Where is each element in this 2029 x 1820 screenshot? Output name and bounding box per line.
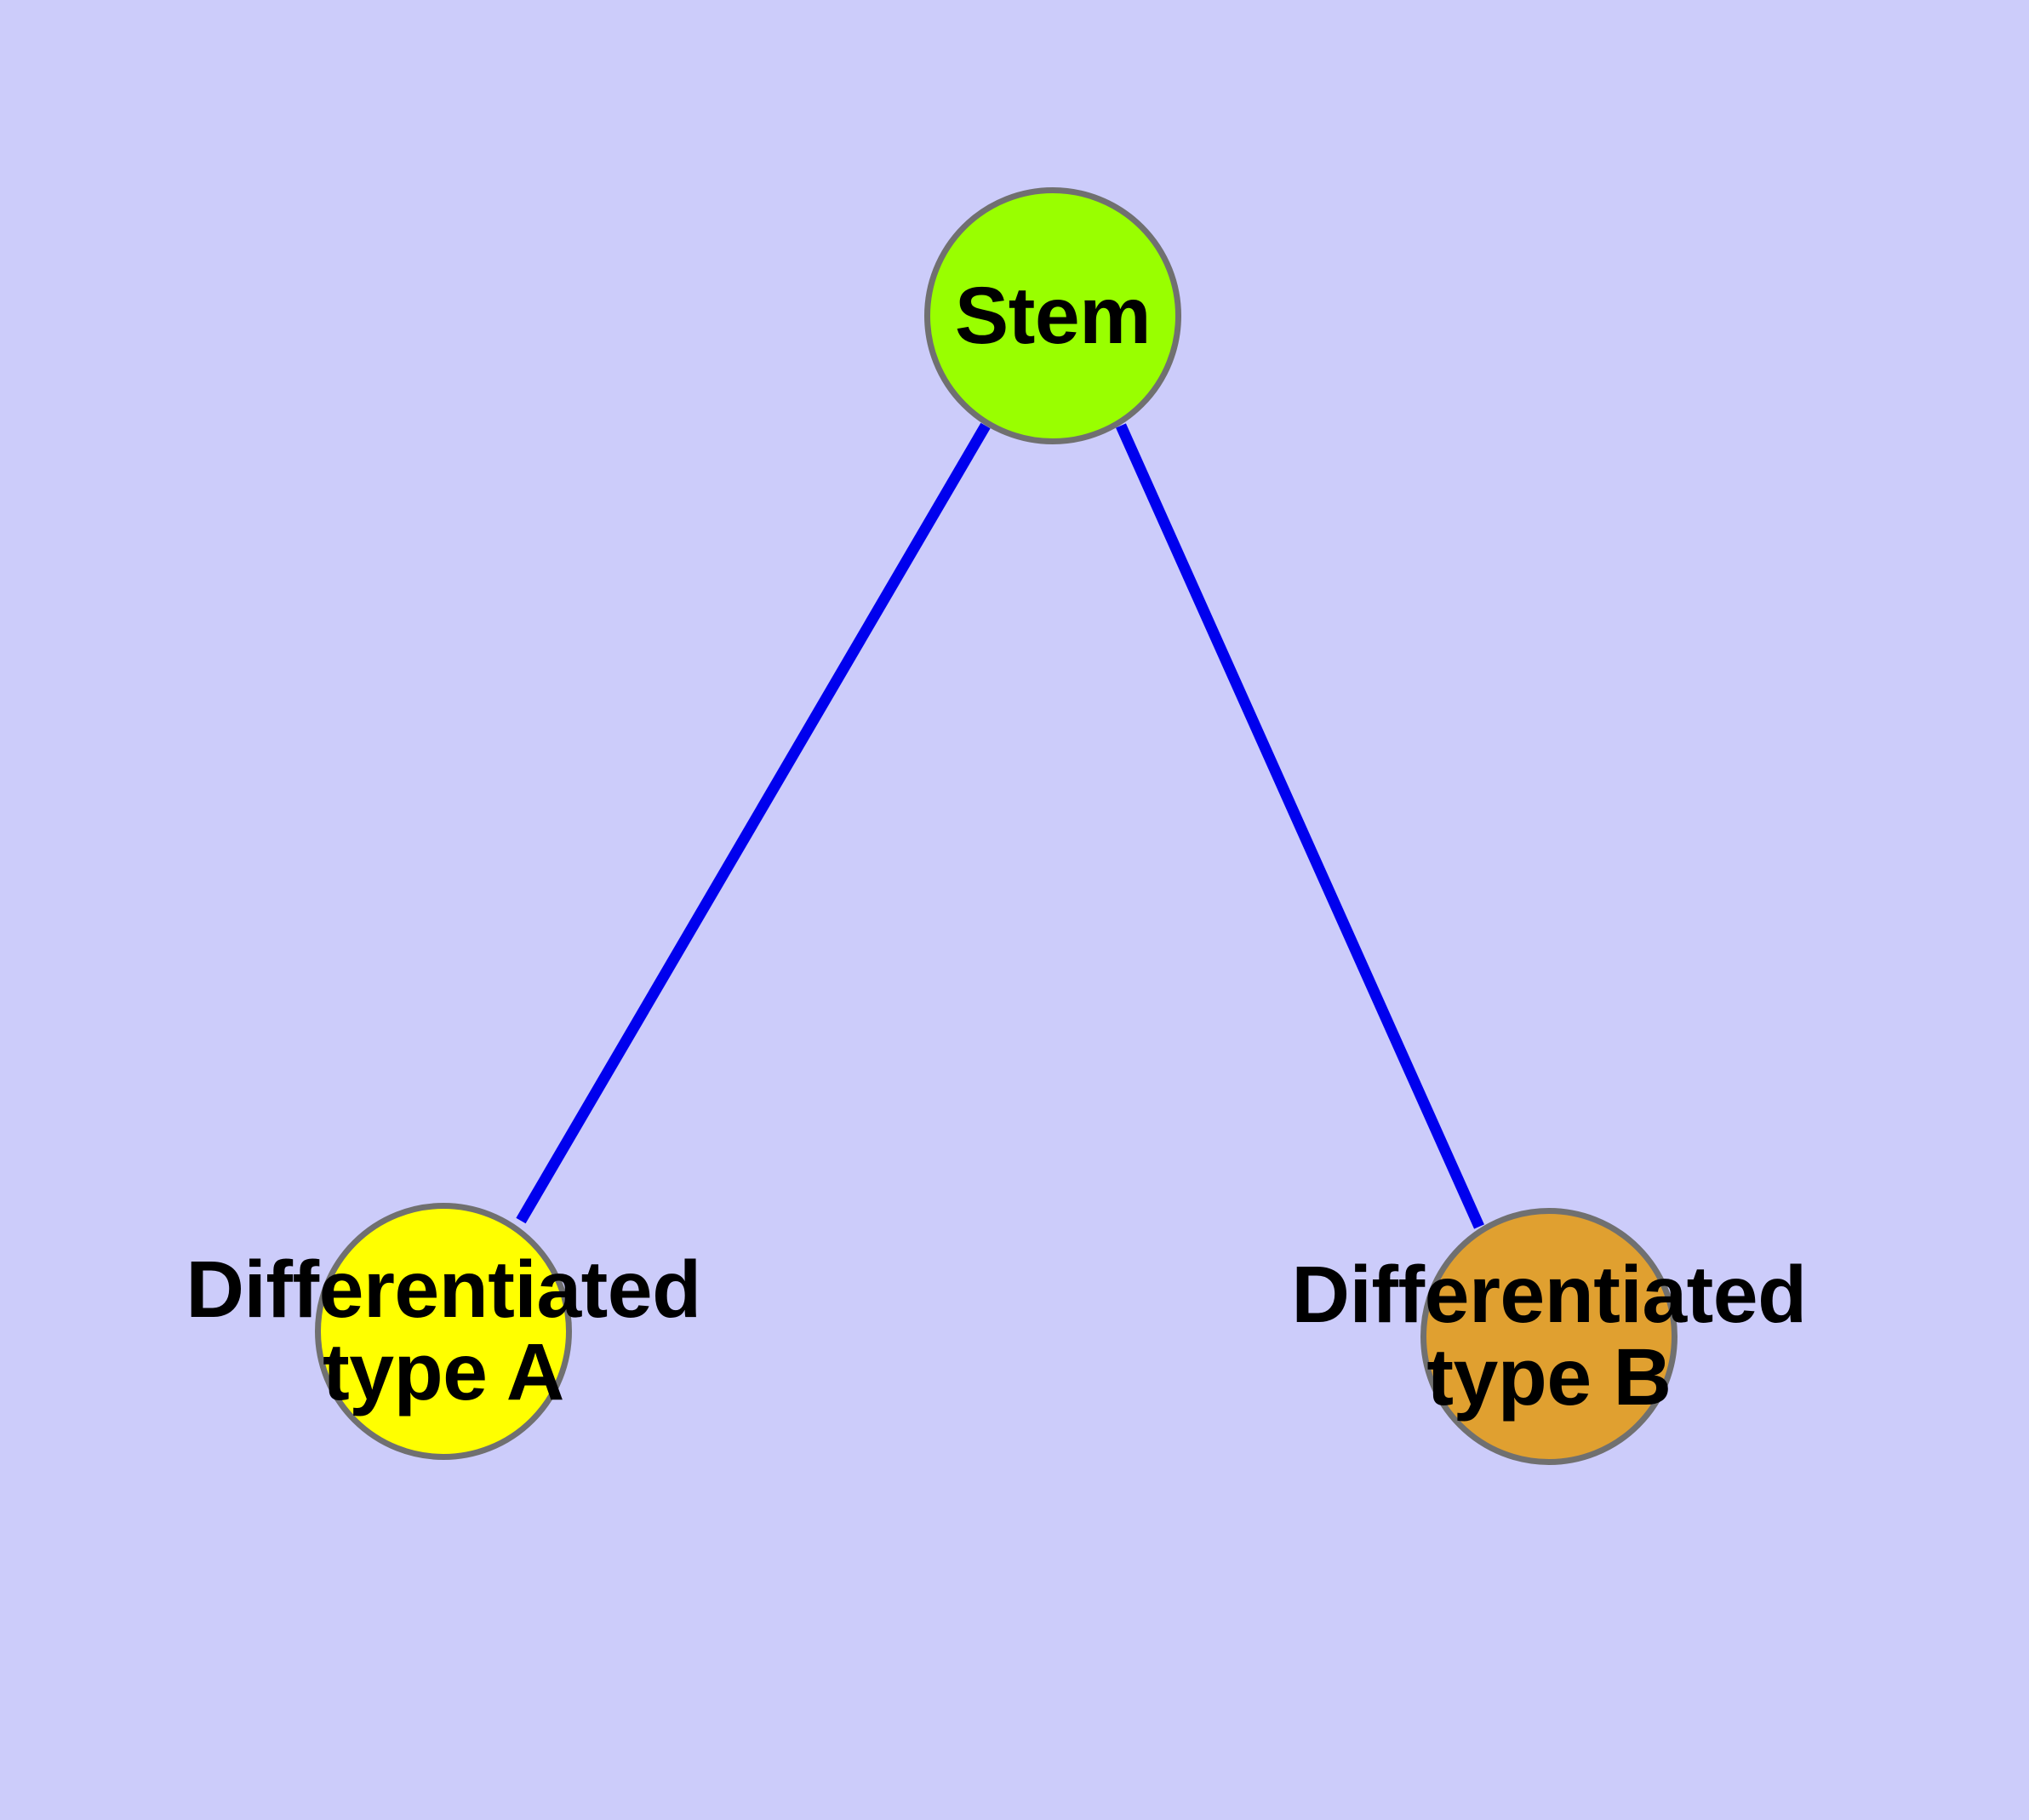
node-stem[interactable] (924, 187, 1181, 444)
edge-stem-to-differentiated-type-b (1116, 423, 1484, 1229)
edge-stem-to-differentiated-type-a (516, 422, 991, 1224)
node-differentiated-type-a[interactable] (315, 1203, 572, 1460)
node-differentiated-type-b[interactable] (1420, 1208, 1677, 1465)
